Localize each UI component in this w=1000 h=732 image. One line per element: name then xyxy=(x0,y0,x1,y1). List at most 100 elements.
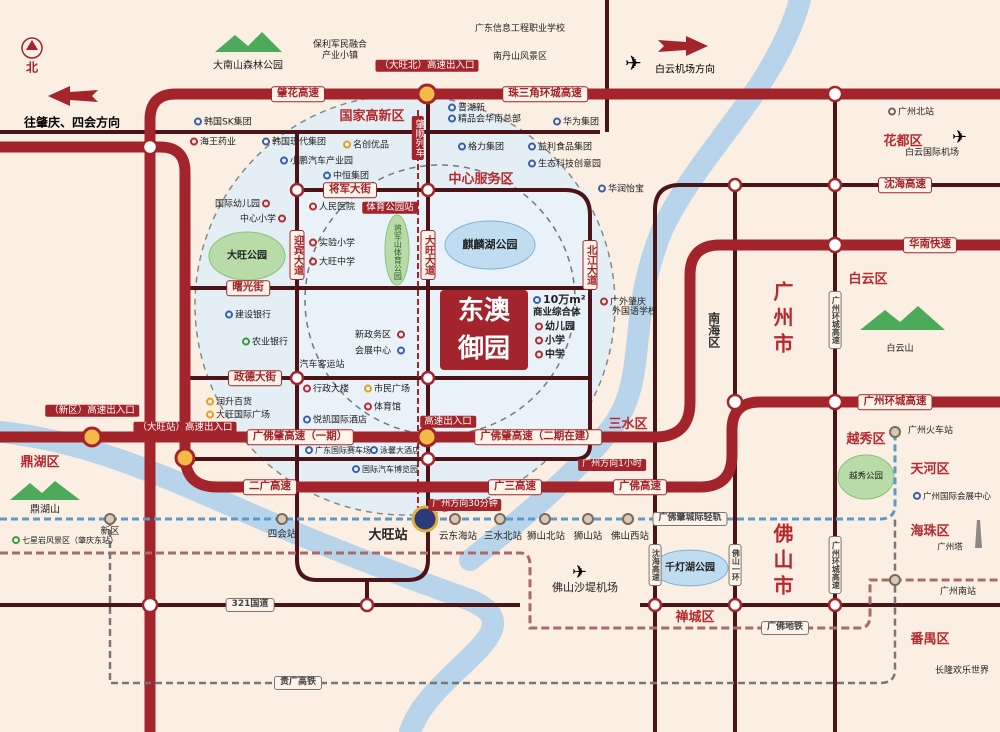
station-label: 狮山站 xyxy=(573,530,603,542)
district-label: 南海区 xyxy=(706,312,721,348)
exit-callout: 高速出入口 xyxy=(420,415,476,429)
exits xyxy=(81,83,438,469)
station-label: 三水北站 xyxy=(483,530,523,542)
poi: 新政务区 xyxy=(355,330,407,342)
rail-label: 肇顺列车 xyxy=(411,116,425,160)
road-label: 大旺大道 xyxy=(420,230,436,280)
poi: 大南山森林公园 xyxy=(213,60,283,72)
road-label: 广州环城高速 xyxy=(828,291,842,349)
poi: 南丹山风景区 xyxy=(492,52,548,63)
river-west xyxy=(0,421,504,732)
poi: 海王药业 xyxy=(190,137,236,149)
poi: 长隆欢乐世界 xyxy=(934,666,990,677)
poi: 晋湖新 xyxy=(448,103,485,115)
airport-label: 白云国际机场 xyxy=(904,148,960,159)
park-label: 大旺公园 xyxy=(227,250,267,262)
rail-label: 贵广高铁 xyxy=(273,676,323,690)
exit-callout: （大旺站）高速出入口 xyxy=(133,421,237,435)
road-label: 二广高速 xyxy=(243,479,297,495)
district-label: 白云区 xyxy=(848,271,888,287)
road-label: 广佛肇高速（二期在建） xyxy=(474,429,602,445)
park-label: 千灯湖公园 xyxy=(665,562,715,574)
poi: 韩国现代集团 xyxy=(262,137,326,149)
airplane-icon: ✈ xyxy=(952,127,967,148)
expressways xyxy=(0,88,1000,732)
poi: 广州南站 xyxy=(939,587,977,598)
station-label: 狮山北站 xyxy=(526,530,566,542)
road-label: 广州环城高速 xyxy=(828,536,842,594)
district-label: 国家高新区 xyxy=(339,108,405,124)
road-label: 广佛高速 xyxy=(613,479,667,495)
district-label: 鼎湖区 xyxy=(20,454,60,470)
poi: 幼儿园 xyxy=(535,322,575,333)
station-label: 云东海站 xyxy=(438,530,478,542)
poi: 外国语学校 xyxy=(612,307,658,318)
poi: 建设银行 xyxy=(225,310,271,322)
poi: 润升百货 xyxy=(206,397,252,409)
poi: 中恒集团 xyxy=(323,171,369,183)
project-name-2: 御园 xyxy=(457,334,510,364)
poi: 商业综合体 xyxy=(533,306,581,318)
poi: 小鹏汽车产业园 xyxy=(280,156,353,168)
district-label: 花都区 xyxy=(883,133,923,149)
poi: 广外肇庆 xyxy=(600,297,646,309)
east-arrow-icon xyxy=(658,36,708,56)
junctions xyxy=(141,85,844,614)
poi: 10万m² xyxy=(533,293,586,306)
project-name-1: 东澳 xyxy=(457,296,510,326)
poi: 七星岩风景区（肇庆东站） xyxy=(12,536,118,546)
compass-label: 北 xyxy=(25,60,39,75)
road-label: 政德大街 xyxy=(228,370,282,386)
park-label: 越秀公园 xyxy=(848,471,884,482)
road-label: 迎宾大道 xyxy=(289,230,305,280)
district-label: 天河区 xyxy=(910,461,950,477)
road-label: 珠三角环城高速 xyxy=(502,86,588,102)
road-label: 将军大街 xyxy=(323,182,377,198)
poi: 实验小学 xyxy=(309,238,355,250)
poi: 会展中心 xyxy=(355,346,407,358)
poi: 广东信息工程职业学校 xyxy=(474,24,566,35)
district-label: 禅城区 xyxy=(675,609,715,625)
poi: 精品会华南总部 xyxy=(448,114,521,126)
poi: 小学 xyxy=(535,336,565,347)
district-label: 海珠区 xyxy=(910,523,950,539)
poi: 行政大楼 xyxy=(303,384,349,396)
poi: 韩国SK集团 xyxy=(194,117,252,129)
district-label: 越秀区 xyxy=(846,431,886,447)
airport-label: 佛山沙堤机场 xyxy=(552,580,618,594)
road-label: 广佛肇高速（一期） xyxy=(246,429,354,445)
park-label: 将军山体育公园 xyxy=(393,224,403,280)
project-marker[interactable]: 东澳御园 xyxy=(440,290,528,370)
metro-label: 广佛地铁 xyxy=(760,621,810,635)
mountain-label: 白云山 xyxy=(886,344,914,355)
travel-time-30: 广州方向30分钟 xyxy=(428,499,502,511)
poi: 汽车客运站 xyxy=(299,360,345,371)
poi: 大旺国际广场 xyxy=(206,410,270,422)
compass-icon xyxy=(21,37,43,59)
road-label: 沈海高速 xyxy=(648,544,662,586)
exit-callout: （大旺北）高速出入口 xyxy=(375,59,479,73)
city-label: 佛山市 xyxy=(770,523,794,601)
qilin-lake xyxy=(444,220,536,270)
jiangjunshan-park xyxy=(384,214,410,286)
poi: 华为集团 xyxy=(553,117,599,129)
poi: 益利食品集团 xyxy=(528,142,592,154)
poi: 中心小学 xyxy=(240,214,288,226)
poi: 广州北站 xyxy=(888,107,934,119)
station-label: 大旺站 xyxy=(368,527,408,543)
poi: 保利军民融合 xyxy=(312,40,368,51)
poi: 产业小镇 xyxy=(321,51,359,62)
poi: 人民医院 xyxy=(309,202,355,214)
station-label: 新区 xyxy=(100,525,120,537)
poi: 广州塔 xyxy=(937,542,963,553)
mountain-icon xyxy=(10,32,945,500)
poi: 生态科技创意园 xyxy=(528,159,601,171)
road-label: 广州环城高速 xyxy=(857,394,933,410)
poi: 悦凯国际酒店 xyxy=(303,415,367,427)
poi: 市民广场 xyxy=(364,384,410,396)
poi: 广州火车站 xyxy=(908,426,954,437)
airplane-icon: ✈ xyxy=(625,51,642,75)
road-label: 广三高速 xyxy=(488,479,542,495)
airplane-icon: ✈ xyxy=(572,562,587,583)
